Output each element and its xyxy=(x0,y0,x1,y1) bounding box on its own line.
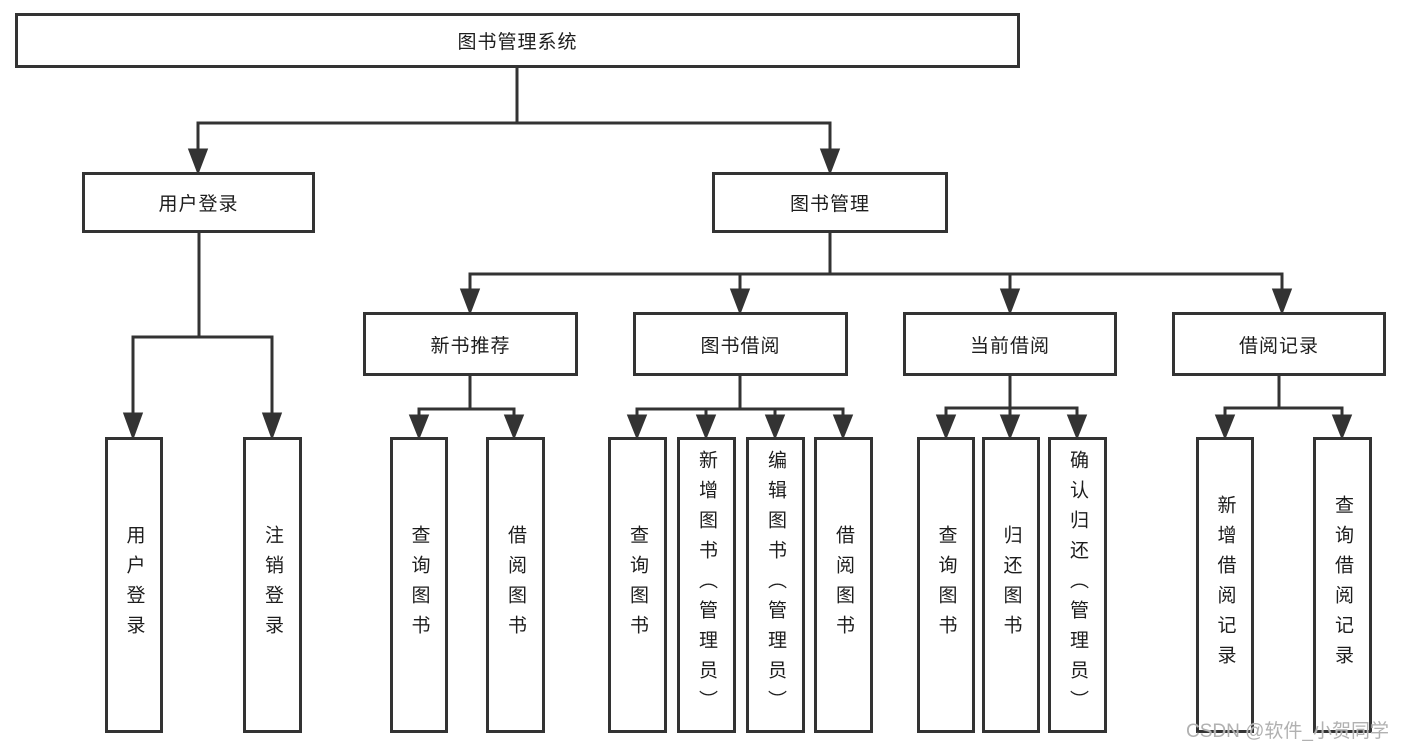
arrowhead xyxy=(1214,414,1236,441)
edge-root-to-level2 xyxy=(187,68,841,176)
node-current-borrowing: 当前借阅 xyxy=(903,312,1117,376)
arrowhead xyxy=(1066,414,1088,441)
edge-book-borrow-to-leaves xyxy=(626,376,854,441)
node-label: 图书管理系统 xyxy=(457,32,578,53)
node-label: 新增图书（管理员） xyxy=(696,450,717,720)
node-book-borrowing: 图书借阅 xyxy=(633,312,848,376)
node-label: 查询图书 xyxy=(627,525,648,645)
arrowhead xyxy=(503,414,525,441)
node-label: 查询借阅记录 xyxy=(1332,495,1353,675)
node-label: 借阅图书 xyxy=(505,525,526,645)
leaf-query-books-current: 查询图书 xyxy=(917,437,975,733)
arrowhead xyxy=(187,148,209,176)
node-label: 新书推荐 xyxy=(430,335,511,357)
edge-current-borrow-to-leaves xyxy=(935,376,1088,441)
arrowhead xyxy=(832,414,854,441)
node-label: 图书借阅 xyxy=(700,335,781,357)
arrowhead xyxy=(729,288,751,316)
arrowhead xyxy=(695,414,717,441)
arrowhead xyxy=(459,288,481,316)
leaf-edit-books-admin: 编辑图书（管理员） xyxy=(746,437,805,733)
leaf-query-borrow-record: 查询借阅记录 xyxy=(1313,437,1372,733)
csdn-watermark: CSDN @软件_小贺同学 xyxy=(1186,721,1389,742)
node-label: 确认归还（管理员） xyxy=(1067,450,1088,720)
leaf-return-books: 归还图书 xyxy=(982,437,1040,733)
node-book-management-system: 图书管理系统 xyxy=(15,13,1020,68)
node-label: 图书管理 xyxy=(789,194,870,215)
arrowhead xyxy=(764,414,786,441)
node-label: 新增借阅记录 xyxy=(1214,495,1236,675)
arrowhead xyxy=(261,412,283,441)
node-label: 借阅图书 xyxy=(833,525,854,645)
leaf-logout: 注销登录 xyxy=(243,437,302,733)
node-new-book-recommendation: 新书推荐 xyxy=(363,312,578,376)
leaf-borrow-books-recommend: 借阅图书 xyxy=(486,437,545,733)
edge-new-book-rec-to-leaves xyxy=(408,376,525,441)
edge-borrow-records-to-leaves xyxy=(1214,376,1353,441)
arrowhead xyxy=(1271,288,1293,316)
node-label: 归还图书 xyxy=(1000,525,1022,645)
arrowhead xyxy=(122,412,144,441)
node-label: 注销登录 xyxy=(262,525,283,645)
node-label: 用户登录 xyxy=(123,525,145,645)
node-label: 编辑图书（管理员） xyxy=(765,450,786,720)
node-label: 查询图书 xyxy=(408,525,430,645)
node-label: 用户登录 xyxy=(158,194,239,215)
node-label: 当前借阅 xyxy=(969,335,1050,357)
leaf-confirm-return-admin: 确认归还（管理员） xyxy=(1048,437,1107,733)
node-label: 借阅记录 xyxy=(1238,335,1319,357)
edge-user-login-to-leaves xyxy=(122,233,283,441)
node-label: 查询图书 xyxy=(935,525,957,645)
arrowhead xyxy=(999,288,1021,316)
arrowhead xyxy=(935,414,957,441)
node-user-login-group: 用户登录 xyxy=(82,172,315,233)
arrowhead xyxy=(1331,414,1353,441)
edge-book-mgmt-to-level3 xyxy=(459,233,1293,316)
leaf-borrow-books: 借阅图书 xyxy=(814,437,873,733)
node-borrowing-records: 借阅记录 xyxy=(1172,312,1386,376)
leaf-user-login: 用户登录 xyxy=(105,437,163,733)
arrowhead xyxy=(408,414,430,441)
arrowhead xyxy=(626,414,648,441)
leaf-add-books-admin: 新增图书（管理员） xyxy=(677,437,736,733)
arrowhead xyxy=(999,414,1021,441)
node-book-management-group: 图书管理 xyxy=(712,172,948,233)
arrowhead xyxy=(819,148,841,176)
leaf-query-books-recommend: 查询图书 xyxy=(390,437,448,733)
leaf-query-books-borrow: 查询图书 xyxy=(608,437,667,733)
leaf-add-borrow-record: 新增借阅记录 xyxy=(1196,437,1254,733)
